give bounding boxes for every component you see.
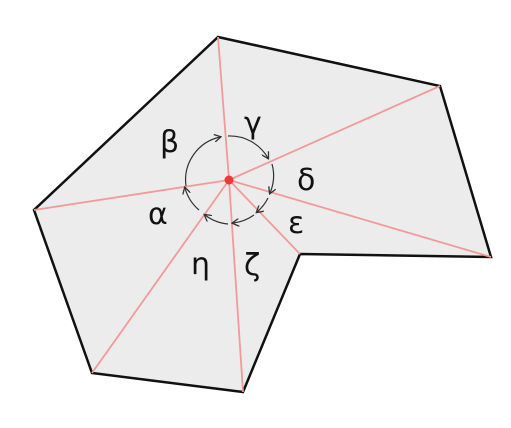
ray-upper-right — [228, 85, 441, 181]
ray-bottom-left — [91, 179, 230, 374]
ray-left — [33, 179, 230, 211]
arc-arrow-beta — [184, 137, 220, 187]
angle-label-gamma: γ — [244, 106, 262, 141]
angle-arrows — [185, 136, 274, 224]
angle-label-beta: β — [160, 125, 179, 160]
angle-label-eta: η — [191, 247, 210, 282]
arc-arrow-eta — [205, 215, 229, 225]
arc-arrow-zeta — [233, 214, 255, 223]
angle-label-alpha: α — [148, 197, 168, 232]
ray-notch — [228, 179, 301, 255]
angle-label-epsilon: ε — [288, 206, 304, 241]
arc-arrow-alpha — [185, 188, 200, 211]
arc-arrow-epsilon — [257, 197, 269, 212]
ray-bottom-right — [228, 179, 244, 393]
arc-arrow-gamma — [227, 135, 268, 158]
center-point — [224, 175, 234, 185]
ray-top — [217, 36, 230, 181]
angle-label-zeta: ζ — [244, 248, 260, 283]
arc-arrow-delta — [270, 163, 274, 193]
angle-label-delta: δ — [297, 163, 315, 198]
